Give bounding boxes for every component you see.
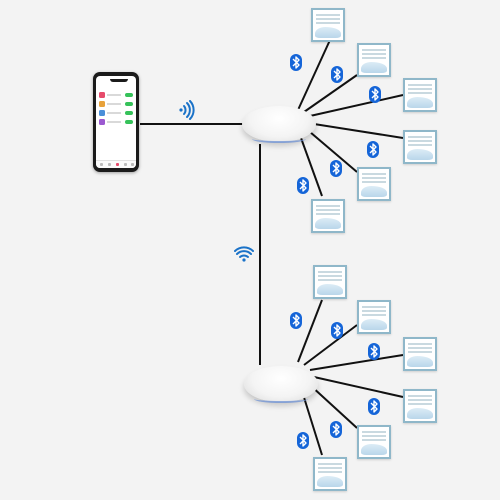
bluetooth-icon [330, 421, 342, 438]
sensor-display-lines [408, 343, 432, 357]
sensor-display-lines [408, 84, 432, 98]
app-row-text-line [107, 121, 121, 123]
sensor-display-lines [362, 306, 386, 320]
app-tile-icon [99, 110, 105, 116]
toggle-on-icon [125, 93, 133, 97]
hub2-link-4 [313, 376, 404, 398]
bluetooth-icon [290, 312, 302, 329]
sensor-device-icon [313, 457, 347, 491]
hub2-link-6 [301, 390, 323, 456]
hub2-link-2 [303, 324, 358, 366]
app-tile-icon [99, 119, 105, 125]
hub1-link-3 [309, 94, 404, 117]
bluetooth-icon [330, 160, 342, 177]
tab-icon [116, 163, 119, 166]
sensor-display-lines [318, 271, 342, 285]
sensor-device-icon [403, 389, 437, 423]
hub1-link-2 [303, 74, 358, 113]
sensor-device-icon [357, 300, 391, 334]
sensor-display-lines [362, 49, 386, 63]
bluetooth-icon [297, 432, 309, 449]
tab-icon [108, 163, 111, 166]
bluetooth-icon [297, 177, 309, 194]
bluetooth-icon [367, 141, 379, 158]
app-tile-icon [99, 101, 105, 107]
bluetooth-icon [290, 54, 302, 71]
sensor-device-icon [313, 265, 347, 299]
gateway-hub-icon [242, 106, 316, 143]
app-row-text-line [107, 112, 121, 114]
hub1-link-6 [300, 137, 323, 197]
sensor-cloud-graphic [407, 408, 433, 419]
bluetooth-icon [369, 86, 381, 103]
hub2-link-1 [297, 299, 323, 363]
sensor-device-icon [311, 199, 345, 233]
hub1-link-4 [313, 123, 404, 139]
sensor-device-icon [403, 130, 437, 164]
phone-app-row [99, 119, 133, 126]
phone-app-row [99, 110, 133, 117]
toggle-on-icon [125, 102, 133, 106]
tab-icon [124, 163, 127, 166]
sensor-display-lines [362, 173, 386, 187]
sensor-cloud-graphic [361, 186, 387, 197]
bluetooth-icon [331, 322, 343, 339]
gateway-hub-icon [244, 366, 318, 403]
bluetooth-icon [368, 343, 380, 360]
smartphone-icon [93, 72, 139, 172]
phone-app-row [99, 101, 133, 108]
sensor-cloud-graphic [361, 444, 387, 455]
bluetooth-icon [368, 398, 380, 415]
sensor-device-icon [403, 78, 437, 112]
sensor-cloud-graphic [315, 27, 341, 38]
sensor-cloud-graphic [407, 149, 433, 160]
sensor-display-lines [318, 463, 342, 477]
hub-light-ring [252, 135, 306, 143]
sensor-display-lines [408, 136, 432, 150]
wifi-signal-icon [234, 246, 254, 262]
hub-light-ring [254, 395, 308, 403]
hub2-link-3 [309, 354, 404, 371]
wifi-signal-icon [179, 100, 195, 120]
phone-notch [110, 79, 128, 82]
sensor-cloud-graphic [317, 284, 343, 295]
sensor-display-lines [316, 205, 340, 219]
phone-tab-bar [96, 160, 136, 168]
phone-app-row [99, 92, 133, 99]
hub2-link-5 [309, 384, 358, 429]
sensor-display-lines [362, 431, 386, 445]
sensor-cloud-graphic [407, 97, 433, 108]
hub1-link-1 [297, 39, 331, 111]
hub1-link-5 [309, 131, 358, 173]
sensor-cloud-graphic [317, 476, 343, 487]
toggle-on-icon [125, 111, 133, 115]
sensor-device-icon [311, 8, 345, 42]
sensor-device-icon [357, 425, 391, 459]
sensor-device-icon [357, 167, 391, 201]
phone-screen [96, 76, 136, 168]
sensor-cloud-graphic [361, 62, 387, 73]
sensor-device-icon [357, 43, 391, 77]
sensor-display-lines [316, 14, 340, 28]
sensor-cloud-graphic [315, 218, 341, 229]
app-tile-icon [99, 92, 105, 98]
tab-icon [100, 163, 103, 166]
sensor-cloud-graphic [407, 356, 433, 367]
sensor-cloud-graphic [361, 319, 387, 330]
bluetooth-icon [331, 66, 343, 83]
app-row-text-line [107, 103, 121, 105]
tab-icon [131, 163, 134, 166]
sensor-device-icon [403, 337, 437, 371]
app-row-text-line [107, 94, 121, 96]
sensor-display-lines [408, 395, 432, 409]
toggle-on-icon [125, 120, 133, 124]
